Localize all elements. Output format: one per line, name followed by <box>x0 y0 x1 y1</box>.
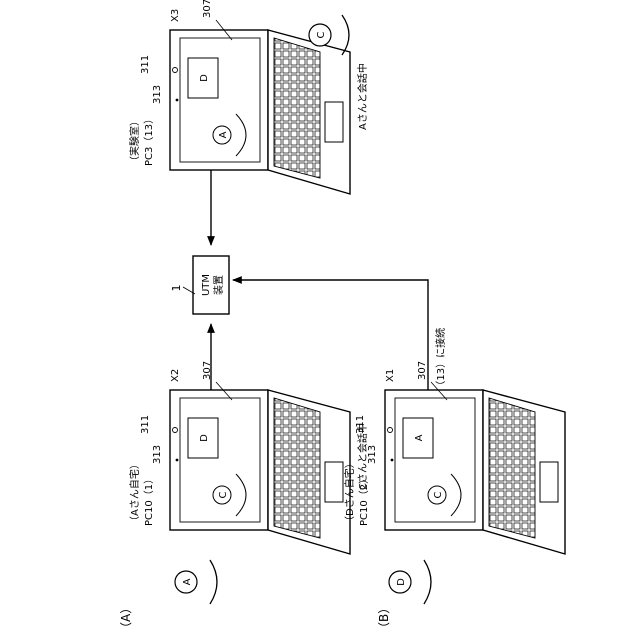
laptop-left-ref-x: X2 <box>170 369 181 382</box>
laptop-right-screen-person: C <box>433 491 444 498</box>
laptop-left-ref-display: 307 <box>202 361 213 380</box>
laptop-top-status: Aさんと会話中 <box>356 63 369 130</box>
laptop-left-ref-window: 313 <box>152 445 163 464</box>
panel-label-b: （B） <box>377 602 391 634</box>
user-a-left: A <box>175 560 217 604</box>
laptop-left-caption-line2: PC10（1） <box>143 474 155 526</box>
laptop-top-caption-line2: PC3（13） <box>143 114 155 166</box>
laptop-left-screen: C D <box>170 390 268 530</box>
laptop-left-caption-line1: （Aさん自宅） <box>128 459 141 526</box>
laptop-top-ref-window: 313 <box>152 85 163 104</box>
laptop-right-ref-display: 307 <box>417 361 428 380</box>
laptop-top-keyboard <box>268 30 350 194</box>
utm-label-line1: UTM <box>201 274 212 296</box>
laptop-right-caption-line1: （Dさん自宅） <box>343 458 356 526</box>
laptop-right-window-label: A <box>414 434 425 441</box>
user-d-label: D <box>396 578 407 586</box>
laptop-top: A D 307 X3 313 311 （実験室） PC3（13） Aさんと会話中 <box>128 0 369 194</box>
user-a-label: A <box>182 578 193 585</box>
laptop-right-keyboard <box>483 390 565 554</box>
laptop-right-ref-camera: 311 <box>355 415 366 434</box>
laptop-right-ref-window: 313 <box>367 445 378 464</box>
laptop-right-caption-line2: PC10（2） <box>358 474 370 526</box>
laptop-top-screen-person: A <box>218 131 229 138</box>
panel-label-a: （A） <box>119 602 133 634</box>
laptop-right-screen: C A <box>385 390 483 530</box>
laptop-left-keyboard <box>268 390 350 554</box>
utm-label-line2: 装置 <box>212 275 225 295</box>
user-c-label: C <box>316 31 327 38</box>
utm-ref-number: 1 <box>170 285 183 292</box>
laptop-top-ref-camera: 311 <box>140 55 151 74</box>
laptop-left-ref-camera: 311 <box>140 415 151 434</box>
laptop-right-ref-x: X1 <box>385 369 396 382</box>
laptop-top-ref-display: 307 <box>202 0 213 18</box>
laptop-top-caption-line1: （実験室） <box>128 116 141 166</box>
laptop-top-screen: A D <box>170 30 268 170</box>
user-d-right: D <box>389 560 431 604</box>
laptop-right: C A 307 X1 313 311 （Dさん自宅） PC10（2） <box>343 361 565 554</box>
laptop-top-ref-x: X3 <box>170 9 181 22</box>
laptop-left-window-label: D <box>199 434 210 442</box>
laptop-left: C D 307 X2 313 311 （Aさん自宅） PC10（1） Cさんと会… <box>128 361 369 554</box>
laptop-left-screen-person: C <box>218 491 229 498</box>
utm-device: UTM 装置 1 <box>170 256 229 314</box>
laptop-top-window-label: D <box>199 74 210 82</box>
